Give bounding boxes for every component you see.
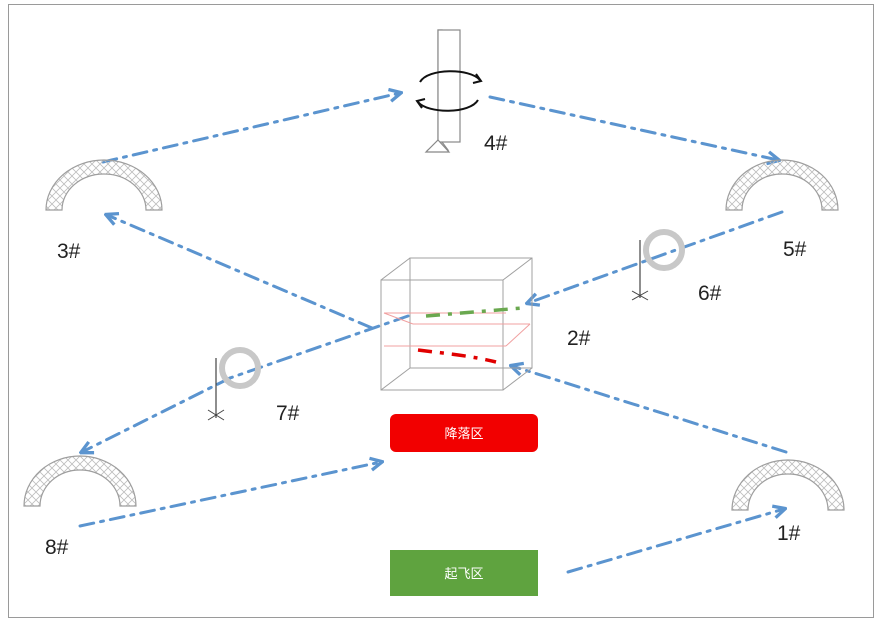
- arch-gate-icon: [23, 455, 137, 507]
- landing-zone-label: 降落区: [444, 427, 483, 442]
- route-1-to-2: [512, 366, 788, 454]
- ring-gate-icon: [207, 347, 261, 421]
- station-label-8: 8#: [45, 536, 69, 559]
- route-4-to-5: [488, 95, 778, 160]
- route-arrows: [78, 93, 788, 574]
- station-label-1: 1#: [777, 522, 801, 545]
- ring-gate-icon: [631, 229, 685, 301]
- route-8-to-landing: [78, 462, 381, 528]
- route-5-to-2: [528, 210, 784, 303]
- station-label-4: 4#: [484, 132, 508, 155]
- station-label-2: 2#: [567, 327, 591, 350]
- takeoff-zone: 起飞区: [390, 550, 538, 596]
- route-7-to-8: [82, 376, 232, 452]
- landing-zone: 降落区: [390, 414, 538, 452]
- takeoff-zone-box: [390, 550, 538, 596]
- arch-gate-icon: [725, 159, 839, 211]
- cube-frame-icon: [380, 257, 533, 391]
- takeoff-zone-label: 起飞区: [444, 567, 483, 582]
- station-label-3: 3#: [57, 240, 81, 263]
- green-path-line: [425, 306, 523, 318]
- station-label-6: 6#: [698, 282, 722, 305]
- rotating-pole-icon: [415, 29, 483, 153]
- diagram-frame: [8, 4, 874, 618]
- route-3-to-4: [101, 93, 400, 164]
- arch-gate-icon: [45, 159, 163, 211]
- route-takeoff-to-1: [566, 509, 784, 574]
- station-label-5: 5#: [783, 238, 807, 261]
- route-2-to-3: [107, 215, 374, 330]
- arch-gate-icon: [731, 459, 845, 511]
- red-path-line: [417, 348, 497, 364]
- landing-zone-box: [390, 414, 538, 452]
- station-label-7: 7#: [276, 402, 300, 425]
